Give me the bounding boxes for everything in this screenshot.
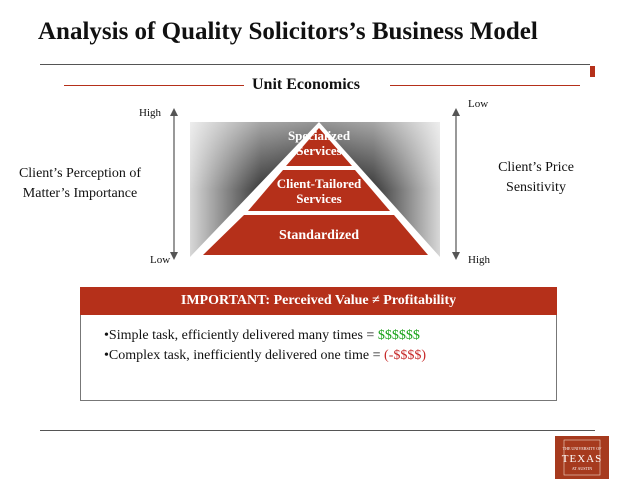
logo-mark: THE UNIVERSITY OF TEXAS AT AUSTIN: [562, 439, 603, 476]
left-arrow-down: [170, 252, 178, 260]
left-axis-bottom-label: Low: [150, 254, 171, 266]
bullet-complex-text: •Complex task, inefficiently delivered o…: [104, 348, 385, 363]
subtitle: Unit Economics: [252, 76, 360, 93]
bullet-simple-value: $$$$$$: [377, 328, 420, 343]
left-axis-top-label: High: [139, 107, 161, 119]
svg-text:TEXAS: TEXAS: [562, 453, 602, 465]
university-logo: THE UNIVERSITY OF TEXAS AT AUSTIN: [555, 436, 609, 479]
title-divider: [40, 64, 590, 65]
right-axis-top-label: Low: [468, 98, 489, 110]
page-title: Analysis of Quality Solicitors’s Busines…: [38, 18, 538, 45]
subtitle-line-left: [64, 85, 244, 86]
svg-text:AT AUSTIN: AT AUSTIN: [572, 466, 592, 471]
svg-text:THE UNIVERSITY OF: THE UNIVERSITY OF: [563, 446, 603, 451]
pyramid-tier-top: [286, 128, 352, 166]
important-box: [80, 315, 557, 401]
right-arrow-down: [452, 252, 460, 260]
subtitle-line-right: [390, 85, 580, 86]
right-arrow-up: [452, 108, 460, 116]
bullet-simple-task: •Simple task, efficiently delivered many…: [104, 328, 420, 344]
important-heading: IMPORTANT: Perceived Value ≠ Profitabili…: [80, 287, 557, 315]
left-arrow-up: [170, 108, 178, 116]
tier-label-standardized: Standardized: [278, 228, 360, 243]
footer-divider: [40, 430, 595, 431]
bullet-simple-text: •Simple task, efficiently delivered many…: [104, 328, 378, 343]
bullet-complex-task: •Complex task, inefficiently delivered o…: [104, 348, 426, 364]
bullet-complex-value: (-$$$$): [384, 348, 427, 363]
pyramid-tier-bottom: [203, 215, 428, 255]
right-axis-bottom-label: High: [468, 254, 490, 266]
accent-mark: [590, 66, 595, 77]
pyramid-tier-middle: [248, 170, 390, 211]
